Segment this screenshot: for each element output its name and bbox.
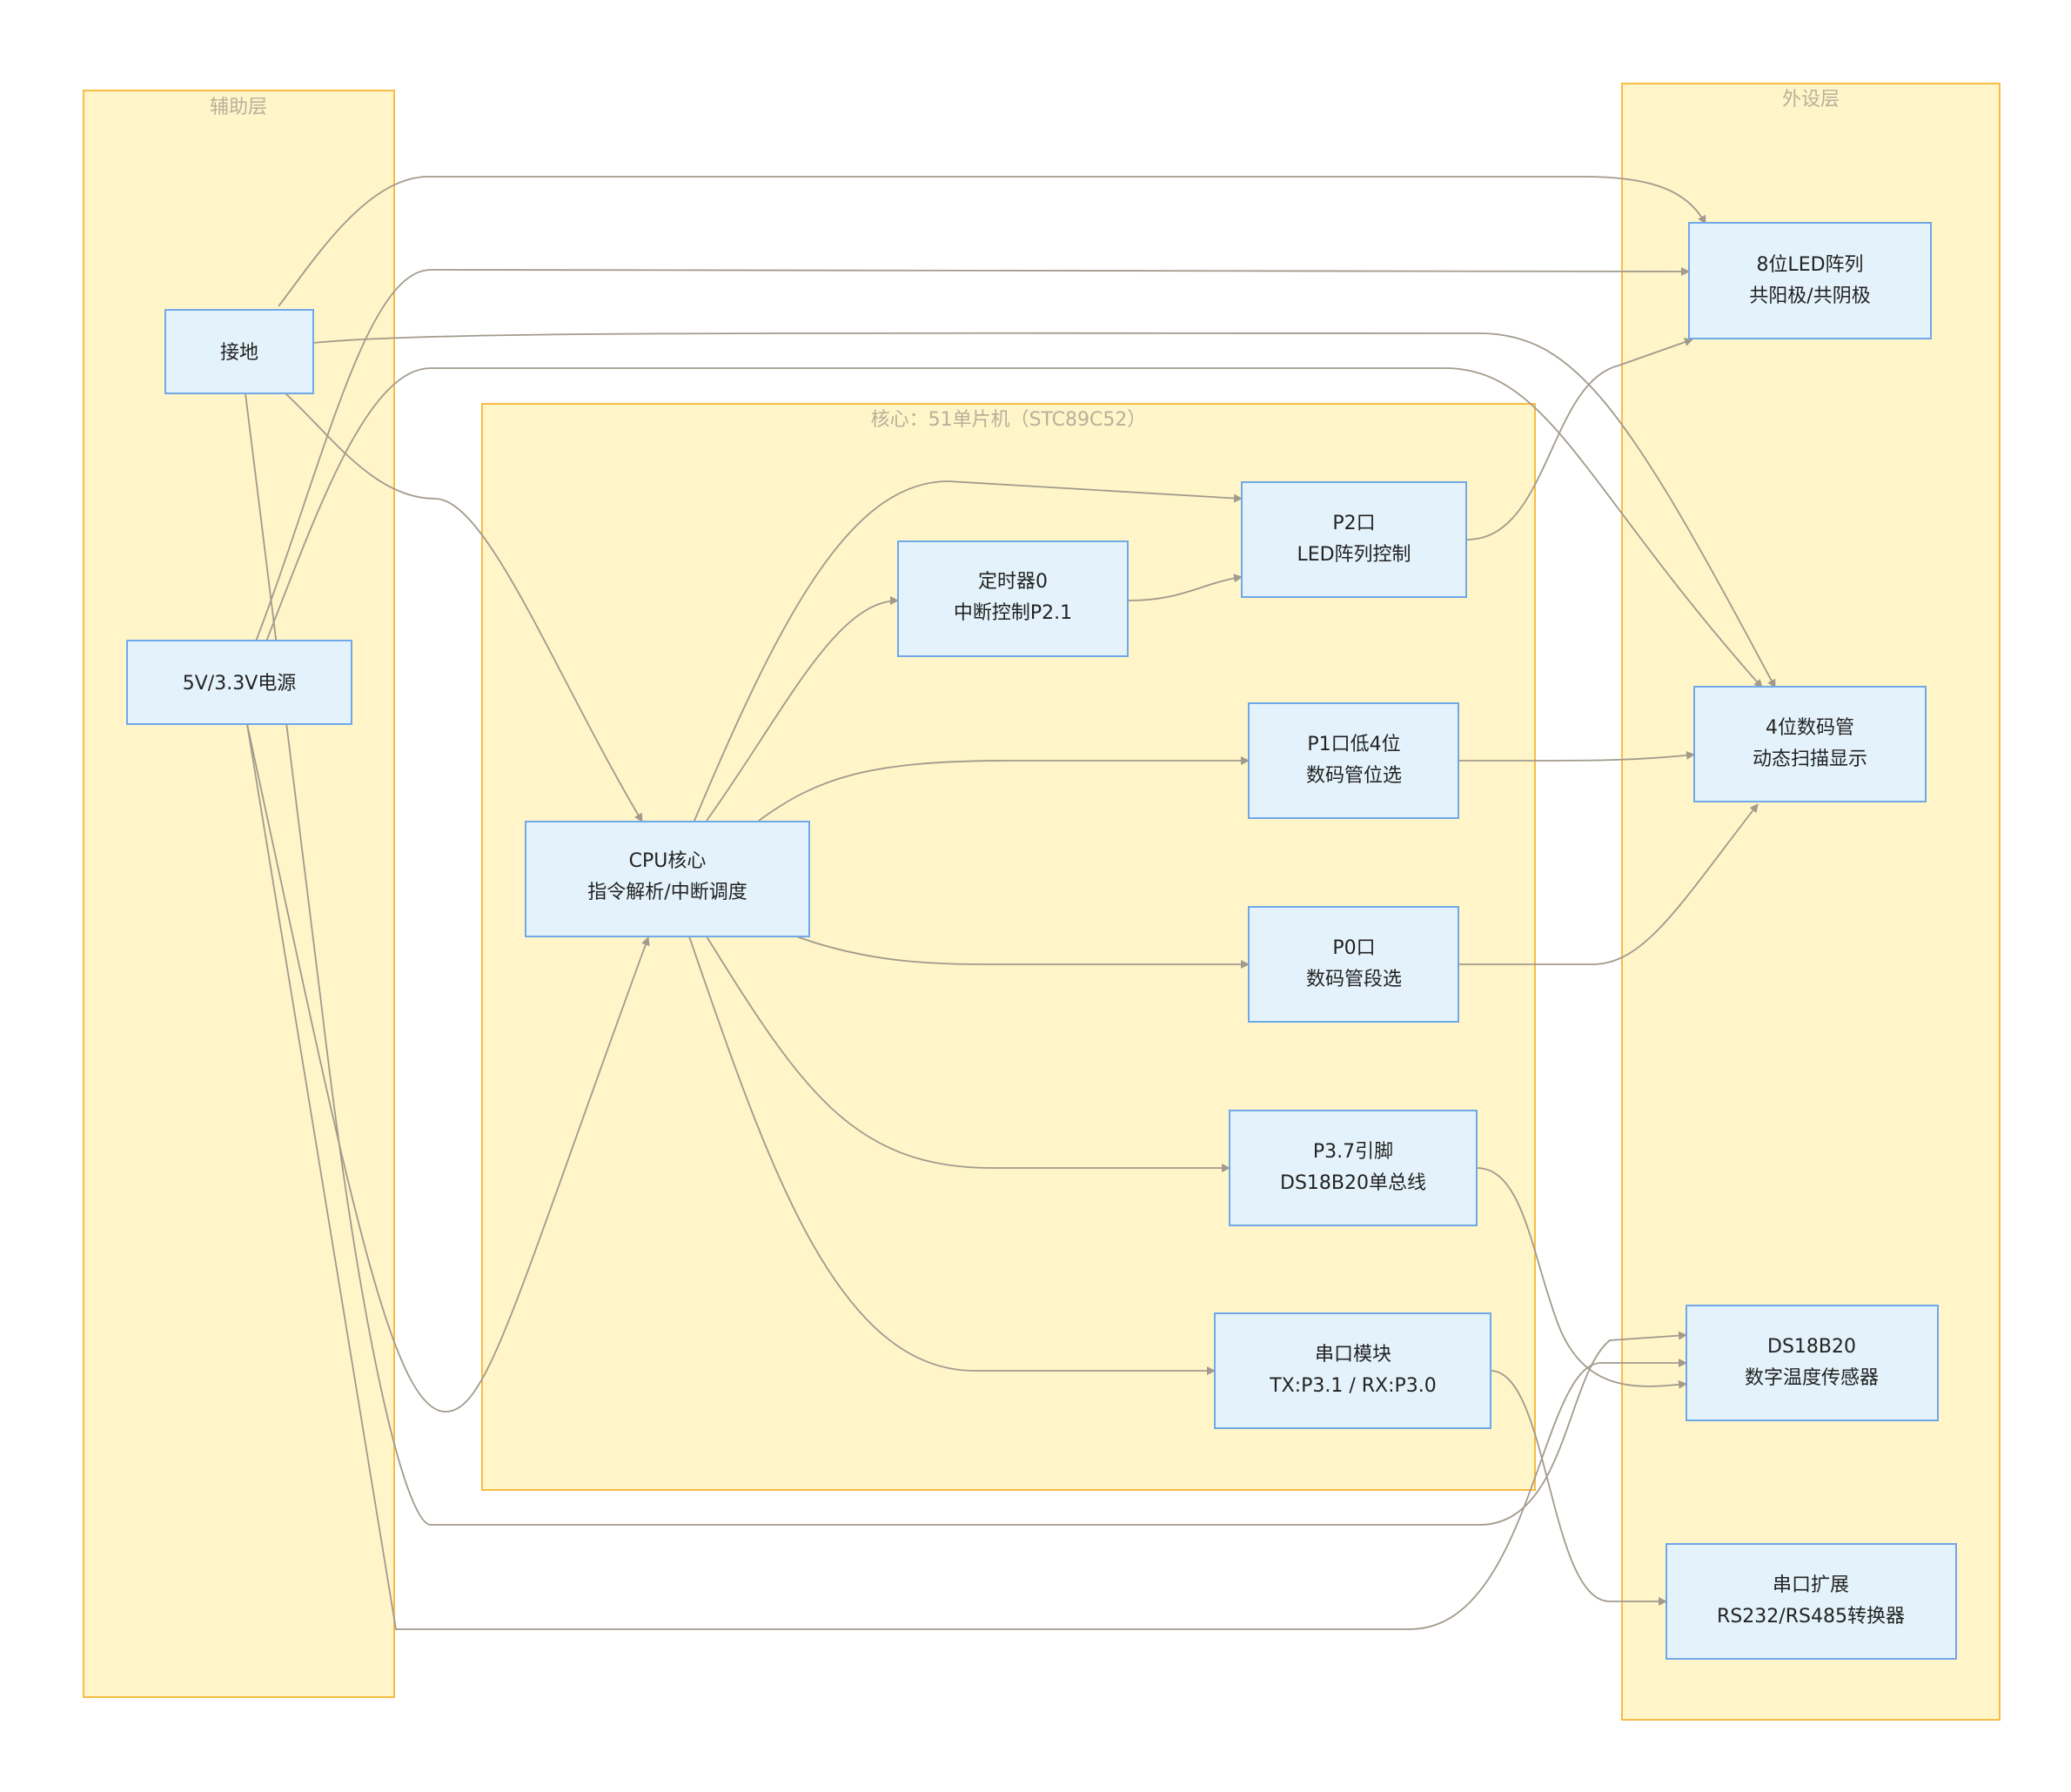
node-serial-ext-line2: RS232/RS485转换器 — [1717, 1606, 1905, 1628]
node-timer0-line1: 定时器0 — [978, 571, 1048, 593]
node-power-label: 5V/3.3V电源 — [183, 673, 297, 695]
node-p0-line1: P0口 — [1332, 937, 1375, 959]
node-led[interactable]: 8位LED阵列 共阳极/共阴极 — [1688, 222, 1932, 339]
node-ds18b20-line2: 数字温度传感器 — [1745, 1367, 1879, 1389]
cluster-aux-label: 辅助层 — [210, 97, 267, 118]
node-seg-line2: 动态扫描显示 — [1753, 748, 1867, 770]
node-p2[interactable]: P2口 LED阵列控制 — [1241, 481, 1467, 598]
edge-cpu-p1 — [758, 756, 1250, 822]
edge-p2-led — [1466, 338, 1693, 540]
edge-group — [245, 176, 1776, 1630]
node-timer0[interactable]: 定时器0 中断控制P2.1 — [897, 540, 1129, 657]
edge-timer0-p2 — [1127, 574, 1243, 601]
edge-cpu-timer0 — [706, 596, 899, 822]
node-serial-ext[interactable]: 串口扩展 RS232/RS485转换器 — [1666, 1543, 1957, 1660]
node-p1[interactable]: P1口低4位 数码管位选 — [1248, 702, 1459, 819]
cluster-core-label: 核心：51单片机（STC89C52） — [871, 409, 1147, 431]
node-led-line1: 8位LED阵列 — [1756, 254, 1863, 276]
node-p0-line2: 数码管段选 — [1306, 969, 1402, 990]
node-p37-line1: P3.7引脚 — [1313, 1141, 1393, 1163]
node-uart-line2: TX:P3.1 / RX:P3.0 — [1269, 1375, 1437, 1397]
edge-p1-seg — [1458, 750, 1695, 762]
node-cpu-line2: 指令解析/中断调度 — [587, 882, 747, 903]
edge-uart-serial-ext — [1490, 1370, 1667, 1606]
edge-power-cpu — [246, 723, 650, 1413]
edge-cpu-uart — [688, 936, 1216, 1375]
node-uart-line1: 串口模块 — [1315, 1344, 1391, 1366]
node-cpu-line1: CPU核心 — [629, 850, 707, 872]
node-serial-ext-line1: 串口扩展 — [1773, 1574, 1849, 1596]
node-cpu[interactable]: CPU核心 指令解析/中断调度 — [525, 821, 810, 937]
node-ds18b20[interactable]: DS18B20 数字温度传感器 — [1686, 1305, 1939, 1421]
cluster-periph-label: 外设层 — [1782, 89, 1840, 111]
node-p2-line2: LED阵列控制 — [1297, 544, 1411, 566]
node-timer0-line2: 中断控制P2.1 — [954, 602, 1072, 624]
node-p37-line2: DS18B20单总线 — [1280, 1172, 1426, 1194]
edge-gnd-cpu — [285, 393, 643, 822]
node-p37[interactable]: P3.7引脚 DS18B20单总线 — [1229, 1110, 1478, 1226]
edge-cpu-p2 — [694, 480, 1243, 822]
node-ds18b20-line1: DS18B20 — [1767, 1336, 1856, 1358]
cluster-periph: 外设层 — [1621, 83, 2001, 1721]
node-gnd[interactable]: 接地 — [164, 309, 314, 394]
edge-gnd-ds18b20 — [245, 393, 1687, 1526]
edge-gnd-seg — [312, 332, 1776, 688]
edge-power-ds18b20 — [246, 723, 1687, 1630]
node-power[interactable]: 5V/3.3V电源 — [126, 640, 352, 725]
edge-power-led — [253, 266, 1690, 647]
edge-cpu-p0 — [791, 934, 1250, 969]
node-p1-line1: P1口低4位 — [1307, 734, 1400, 755]
edge-power-seg — [264, 367, 1763, 688]
node-p2-line1: P2口 — [1332, 513, 1375, 534]
node-seg[interactable]: 4位数码管 动态扫描显示 — [1693, 686, 1927, 802]
edge-p0-seg — [1458, 803, 1759, 965]
node-seg-line1: 4位数码管 — [1766, 717, 1854, 739]
node-uart[interactable]: 串口模块 TX:P3.1 / RX:P3.0 — [1214, 1312, 1491, 1429]
node-gnd-label: 接地 — [220, 342, 258, 364]
node-p0[interactable]: P0口 数码管段选 — [1248, 906, 1459, 1023]
edge-cpu-p37 — [706, 936, 1230, 1172]
edge-p37-ds18b20 — [1476, 1167, 1687, 1389]
edge-gnd-led — [278, 176, 1706, 307]
node-led-line2: 共阳极/共阴极 — [1749, 285, 1870, 307]
node-p1-line2: 数码管位选 — [1306, 765, 1402, 787]
